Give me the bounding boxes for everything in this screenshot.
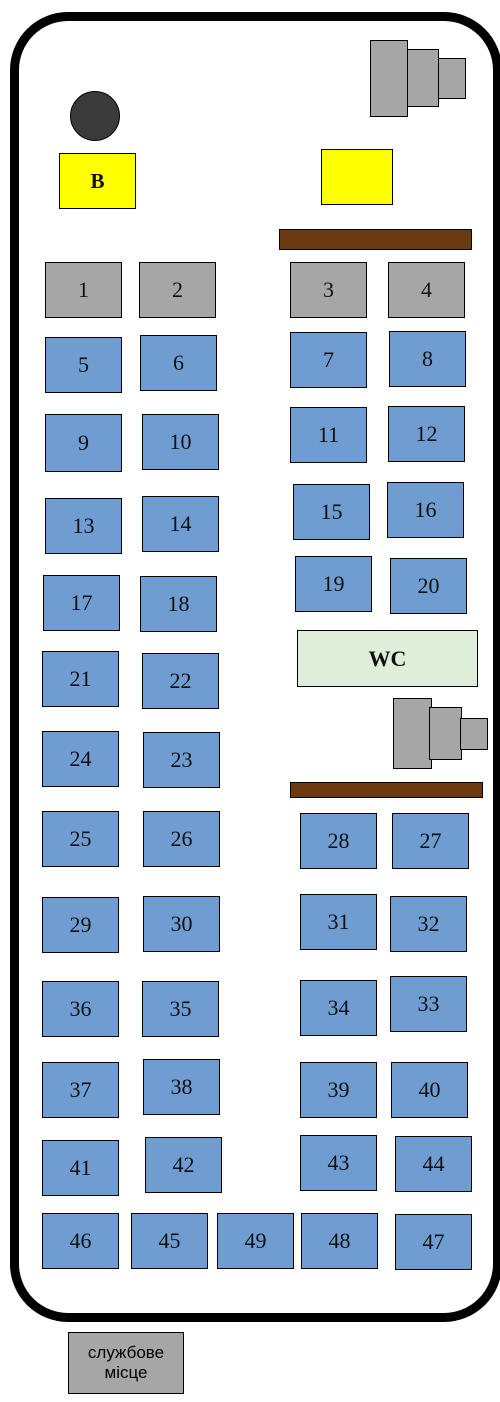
seat-42[interactable]: 42 [145,1137,222,1193]
seat-48[interactable]: 48 [301,1213,378,1269]
seat-10[interactable]: 10 [142,414,219,470]
seat-13[interactable]: 13 [45,498,122,554]
seat-40[interactable]: 40 [391,1062,468,1118]
seat-38[interactable]: 38 [143,1059,220,1115]
seat-25[interactable]: 25 [42,811,119,867]
front-door-step-icon [407,49,439,107]
seat-3[interactable]: 3 [290,262,367,318]
seat-37[interactable]: 37 [42,1062,119,1118]
seat-41[interactable]: 41 [42,1140,119,1196]
seat-17[interactable]: 17 [43,575,120,631]
seat-44[interactable]: 44 [395,1136,472,1192]
seat-46[interactable]: 46 [42,1213,119,1269]
front-door-step-icon [438,58,466,99]
rear-door-step-icon [460,718,488,750]
driver-seat: B [59,153,136,209]
seat-36[interactable]: 36 [42,981,119,1037]
seat-34[interactable]: 34 [300,980,377,1036]
seat-29[interactable]: 29 [42,897,119,953]
front-door-icon [370,40,408,117]
seat-15[interactable]: 15 [293,484,370,540]
seat-32[interactable]: 32 [390,896,467,952]
steering-wheel-icon [70,91,120,141]
seat-20[interactable]: 20 [390,558,467,614]
seat-39[interactable]: 39 [300,1062,377,1118]
seat-26[interactable]: 26 [143,811,220,867]
seat-9[interactable]: 9 [45,414,122,472]
seat-24[interactable]: 24 [42,731,119,787]
seat-18[interactable]: 18 [140,576,217,632]
seat-28[interactable]: 28 [300,813,377,869]
rear-door-step-icon [429,707,462,760]
seat-12[interactable]: 12 [388,406,465,462]
seat-22[interactable]: 22 [142,653,219,709]
wc-room: WC [297,630,478,687]
seat-14[interactable]: 14 [142,496,219,552]
seat-43[interactable]: 43 [300,1135,377,1191]
seat-35[interactable]: 35 [142,981,219,1037]
seat-11[interactable]: 11 [290,407,367,463]
seat-27[interactable]: 27 [392,813,469,869]
seat-31[interactable]: 31 [300,894,377,950]
seat-16[interactable]: 16 [387,482,464,538]
seat-45[interactable]: 45 [131,1213,208,1269]
seat-30[interactable]: 30 [143,896,220,952]
seat-1[interactable]: 1 [45,262,122,318]
seat-4[interactable]: 4 [388,262,465,318]
seat-33[interactable]: 33 [390,976,467,1032]
staff-seat: службове місце [68,1332,184,1394]
rear-door-icon [393,698,432,769]
seat-23[interactable]: 23 [143,732,220,788]
seat-21[interactable]: 21 [42,651,119,707]
seat-19[interactable]: 19 [295,556,372,612]
seat-5[interactable]: 5 [45,337,122,393]
seat-6[interactable]: 6 [140,335,217,391]
seat-2[interactable]: 2 [139,262,216,318]
seat-49[interactable]: 49 [217,1213,294,1269]
guide-seat [321,149,393,205]
handrail [290,782,483,798]
seat-8[interactable]: 8 [389,331,466,387]
seat-47[interactable]: 47 [395,1214,472,1270]
seat-7[interactable]: 7 [290,332,367,388]
handrail [279,229,472,250]
